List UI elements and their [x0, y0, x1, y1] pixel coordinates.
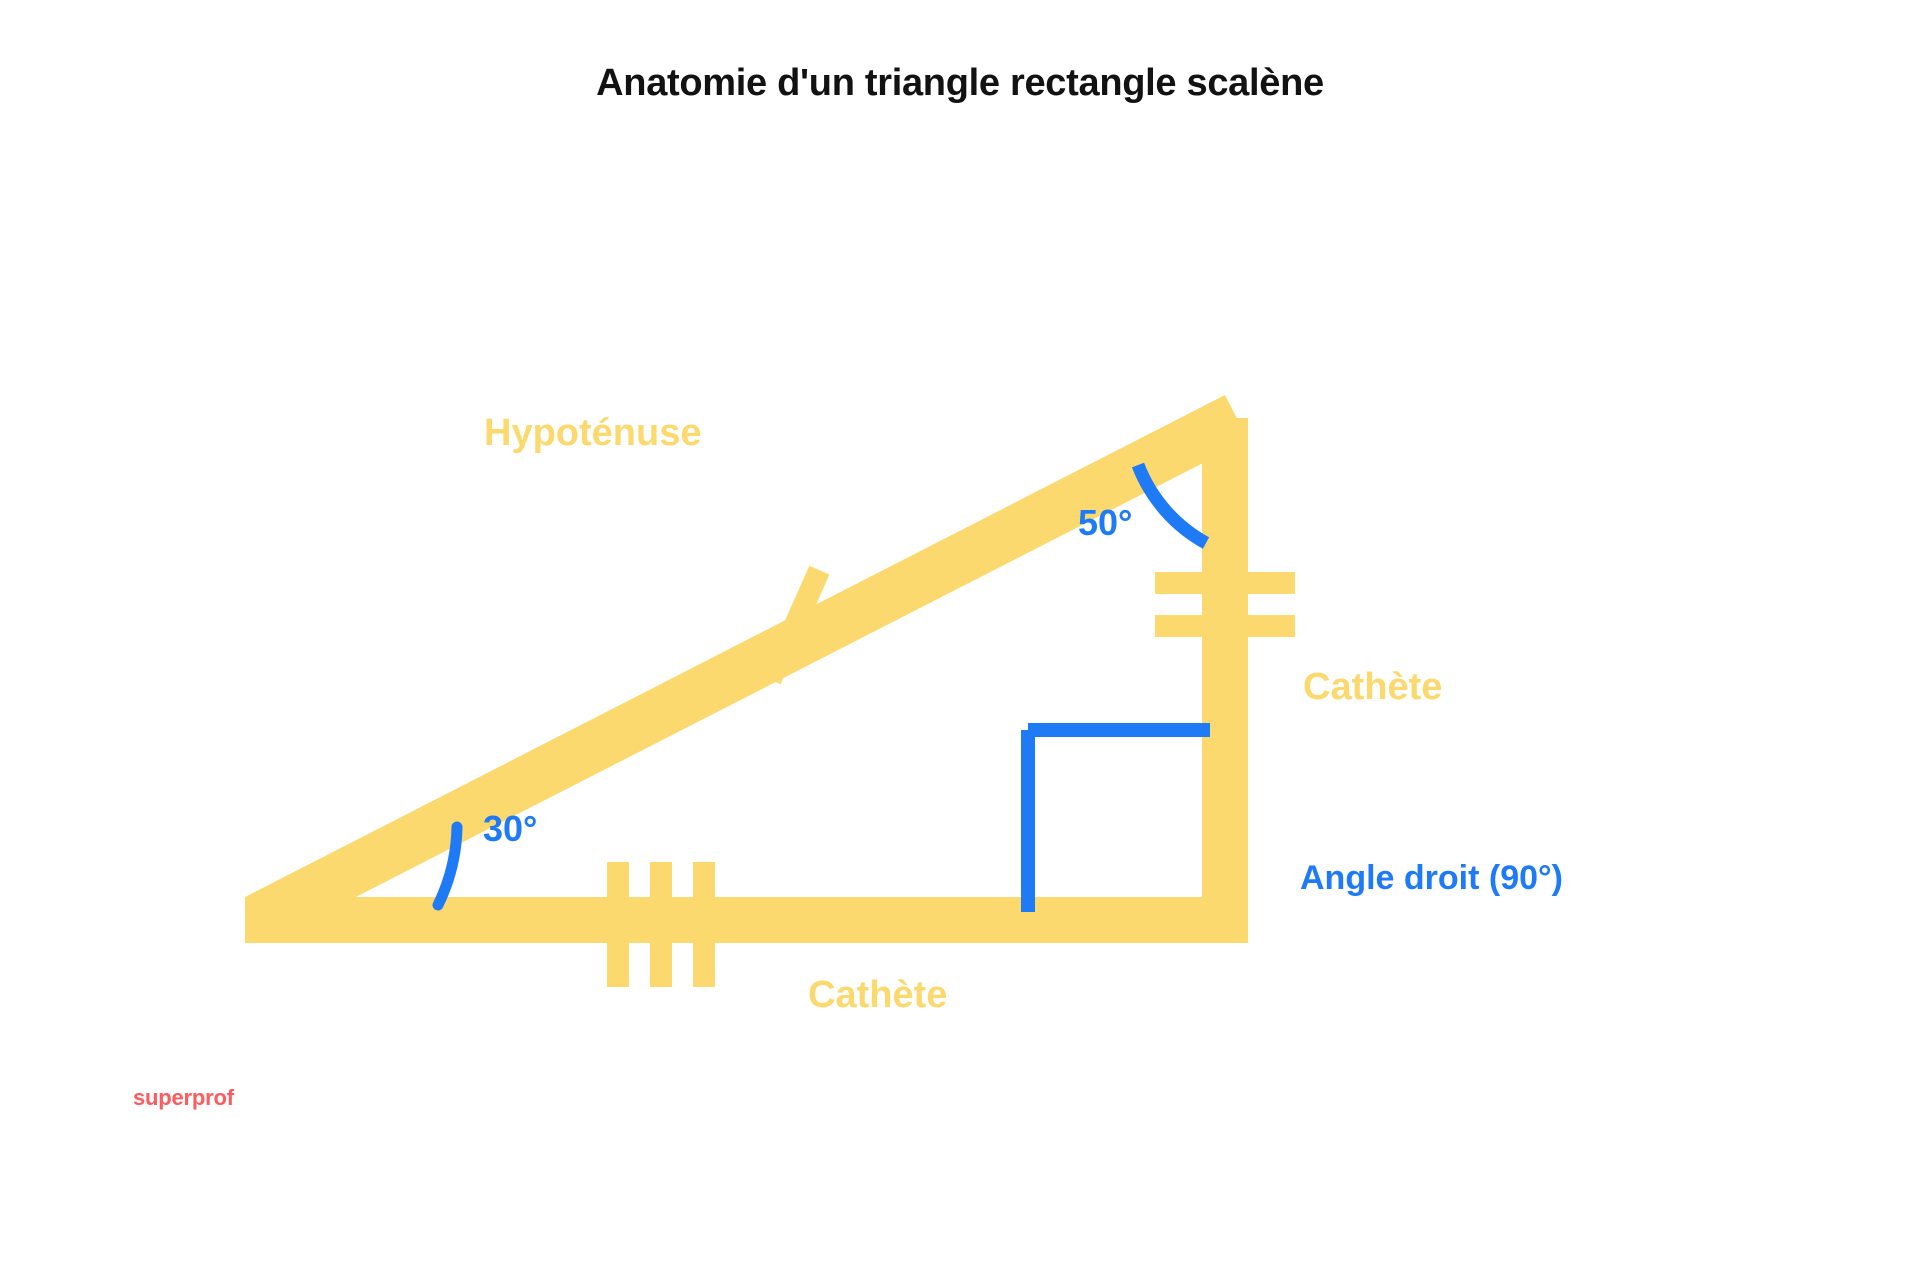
right-angle-square-marker	[1021, 723, 1210, 912]
label-hypotenuse: Hypoténuse	[484, 412, 702, 454]
tick-cathete-vertical-1	[1155, 572, 1295, 594]
label-angle-50: 50°	[1078, 502, 1133, 543]
tick-cathete-horizontal-2	[650, 862, 672, 987]
tick-marks-cathete-horizontal	[607, 862, 715, 987]
tick-marks-hypotenuse	[760, 565, 830, 685]
side-cathete-vertical	[1202, 418, 1248, 943]
label-angle-30: 30°	[483, 808, 538, 849]
angle-arc-30	[432, 821, 463, 911]
side-hypotenuse	[245, 395, 1248, 942]
triangle-sides	[245, 395, 1248, 943]
tick-hypotenuse-1	[760, 565, 830, 685]
tick-cathete-horizontal-1	[607, 862, 629, 987]
tick-cathete-vertical-2	[1155, 615, 1295, 637]
label-cathete-horizontal: Cathète	[808, 974, 948, 1016]
angle-arc-50	[1131, 462, 1210, 549]
label-cathete-vertical: Cathète	[1303, 666, 1443, 708]
label-right-angle: Angle droit (90°)	[1300, 859, 1563, 897]
page-title: Anatomie d'un triangle rectangle scalène	[596, 62, 1324, 104]
tick-marks-cathete-vertical	[1155, 572, 1295, 637]
side-cathete-horizontal	[245, 897, 1248, 943]
superprof-logo: superprof	[133, 1085, 234, 1110]
tick-cathete-horizontal-3	[693, 862, 715, 987]
